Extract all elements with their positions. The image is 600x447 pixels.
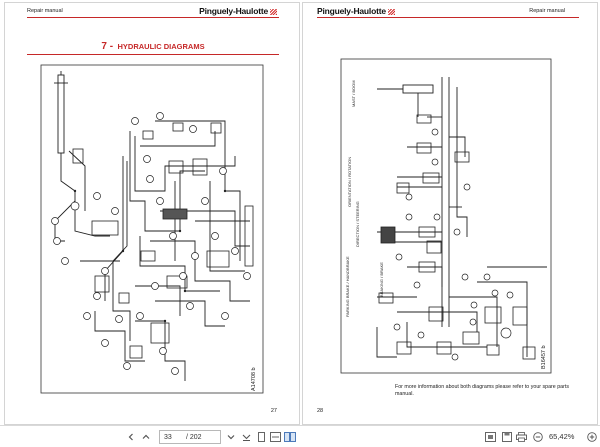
- label-orientation: ORIENTATION / ROTATION: [347, 157, 352, 207]
- hydraulic-diagram-left: A14708 b: [40, 64, 264, 394]
- two-page-icon[interactable]: [283, 430, 297, 444]
- last-page-icon[interactable]: [240, 430, 252, 444]
- spare-parts-note: For more information about both diagrams…: [395, 384, 570, 397]
- viewer-toolbar: / 202 65,42%: [0, 425, 600, 447]
- current-page-input[interactable]: [164, 433, 186, 441]
- hydraulic-diagram-right: MAST / BOOM ORIENTATION / ROTATION DIREC…: [340, 58, 552, 374]
- brand-logo: Pinguely-Haulotte: [199, 6, 277, 16]
- page-27: Repair manual Pinguely-Haulotte 7 - HYDR…: [4, 2, 300, 425]
- total-pages-label: / 202: [186, 433, 202, 441]
- header-rule: [27, 17, 279, 18]
- document-viewport[interactable]: Repair manual Pinguely-Haulotte 7 - HYDR…: [0, 0, 600, 425]
- single-page-icon[interactable]: [255, 430, 267, 444]
- next-page-icon[interactable]: [225, 430, 237, 444]
- header-repair-manual: Repair manual: [27, 8, 63, 14]
- fit-width-icon[interactable]: [268, 430, 282, 444]
- page-number-28: 28: [317, 408, 324, 414]
- page-number-27: 27: [270, 408, 277, 414]
- brand-flag-icon: [387, 8, 395, 15]
- save-icon[interactable]: [500, 430, 513, 444]
- diagram-ref-left: A14708 b: [251, 367, 257, 391]
- zoom-out-icon[interactable]: [531, 430, 544, 444]
- label-braking: BRAKING / BRAKE: [379, 262, 384, 297]
- page-number-box: / 202: [159, 430, 221, 444]
- header-rule: [317, 17, 579, 18]
- brand-logo: Pinguely-Haulotte: [317, 6, 395, 16]
- prev-page-icon[interactable]: [140, 430, 152, 444]
- chapter-heading: 7 - HYDRAULIC DIAGRAMS: [101, 41, 205, 52]
- label-direction: DIRECTION / STEERING: [355, 201, 360, 247]
- brand-flag-icon: [270, 8, 277, 15]
- label-parking-brake: PARKING BRAKE / HANDBRAKE: [345, 256, 350, 317]
- chapter-rule: [27, 54, 279, 55]
- zoom-in-icon[interactable]: [586, 430, 598, 444]
- page-28: Pinguely-Haulotte Repair manual MAST / B…: [302, 2, 598, 425]
- fit-page-icon[interactable]: [484, 430, 497, 444]
- header-repair-manual: Repair manual: [529, 8, 565, 14]
- zoom-level[interactable]: 65,42%: [549, 432, 575, 441]
- print-icon[interactable]: [515, 430, 528, 444]
- label-mast: MAST / BOOM: [351, 80, 356, 107]
- diagram-ref-right: B16457 b: [541, 345, 547, 369]
- scroll-left-icon[interactable]: [126, 430, 136, 444]
